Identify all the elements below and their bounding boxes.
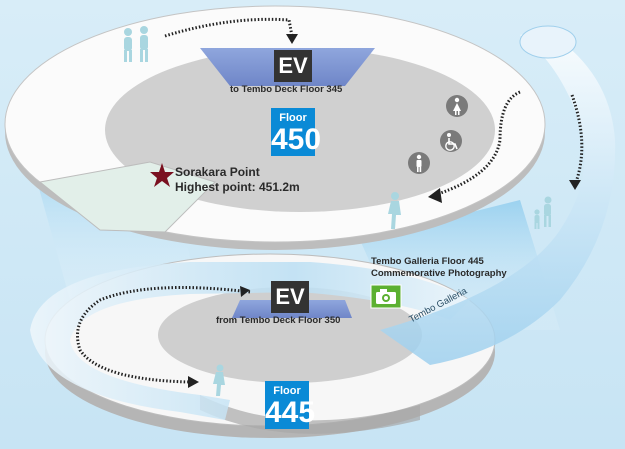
walking-person-lower-icon — [213, 364, 225, 396]
route-arrow-upper-right — [434, 90, 521, 197]
route-arrowheads — [188, 34, 581, 388]
couple-icon — [124, 26, 148, 62]
route-arrows — [76, 17, 584, 384]
arrowhead-upper-right — [428, 188, 442, 203]
restroom-man-icon — [408, 152, 430, 174]
upper-ev-caption: to Tembo Deck Floor 345 — [230, 84, 343, 95]
route-arrow-upper-to-ev — [164, 17, 294, 38]
lower-ev-caption: from Tembo Deck Floor 350 — [216, 315, 341, 326]
arrowhead-ramp — [569, 180, 581, 190]
lower-floor-wall — [200, 395, 420, 434]
sorakara-point-height: Highest point: 451.2m — [175, 180, 300, 194]
upper-floor-number: 450 — [271, 123, 322, 156]
route-arrow-lower-left — [76, 286, 251, 384]
accessible-restroom-icon — [440, 130, 462, 152]
family-icon — [534, 196, 552, 229]
upper-floor-badge: Floor 450 — [271, 108, 322, 156]
upper-floor-word: Floor — [279, 112, 307, 124]
galleria-ramp-sweep — [380, 30, 616, 365]
galleria-floor-subtitle: Commemorative Photography — [371, 268, 507, 279]
restroom-woman-icon — [446, 95, 468, 117]
walking-person-icon — [388, 192, 401, 229]
arrowhead-lower-left — [188, 376, 199, 388]
upper-ev-badge: EV — [274, 50, 312, 82]
lower-floor-word: Floor — [273, 385, 301, 397]
sorakara-point-area — [38, 161, 216, 233]
lower-inner-floor — [158, 287, 422, 383]
camera-icon — [370, 284, 402, 309]
star-icon — [150, 163, 174, 187]
galleria-ramp-top — [519, 25, 577, 59]
arrowhead-ev — [286, 34, 298, 44]
sorakara-point-name: Sorakara Point — [175, 165, 260, 179]
arrowhead-lower-ev — [240, 286, 250, 297]
galleria-floor-title: Tembo Galleria Floor 445 — [371, 256, 484, 267]
lower-floor-number: 445 — [265, 396, 316, 429]
lower-ev-badge: EV — [271, 281, 309, 313]
lower-floor-badge: Floor 445 — [265, 381, 316, 429]
